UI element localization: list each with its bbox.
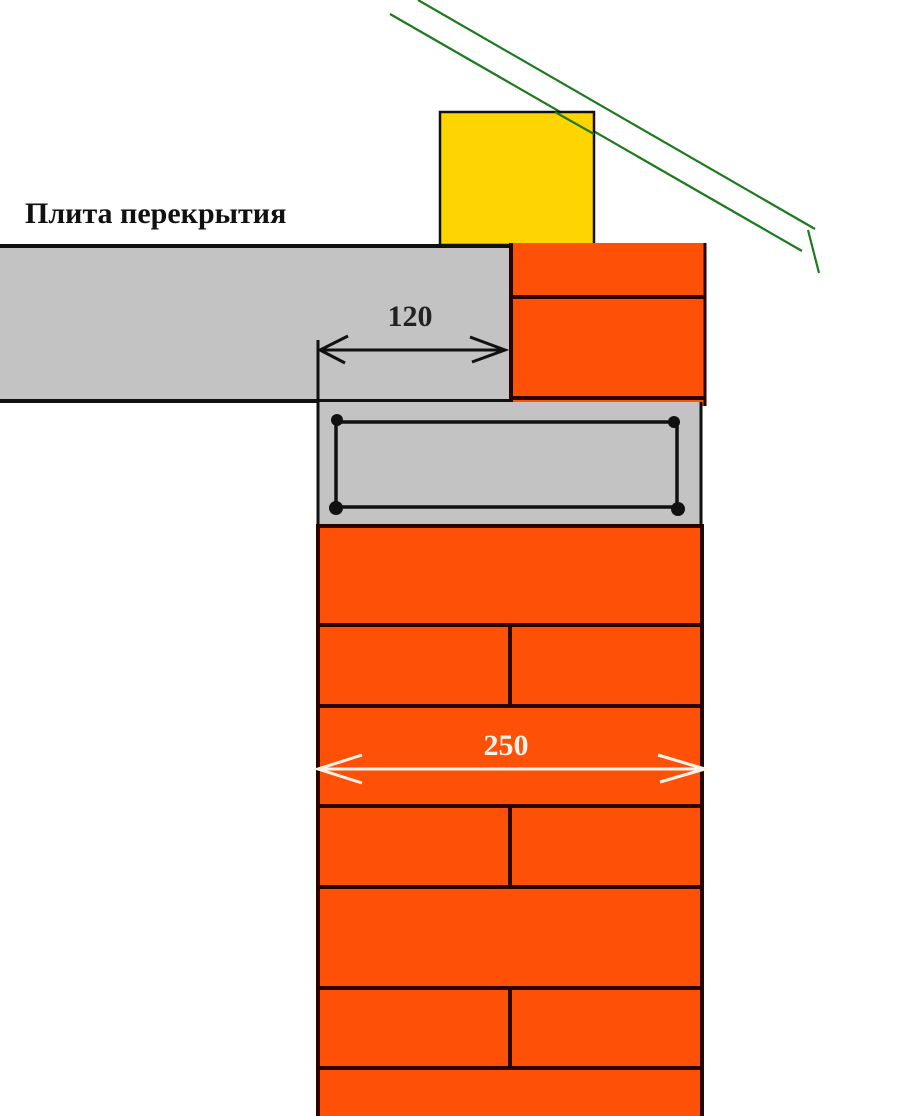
- dimension-label-120: 120: [388, 300, 433, 333]
- brick-wall-upper: [509, 243, 707, 406]
- reinforced-belt: [316, 400, 703, 524]
- dimension-arrow-250: [313, 753, 711, 785]
- roof-rafter-overlay: [554, 111, 595, 135]
- dimension-label-250: 250: [484, 729, 529, 762]
- slab-label: Плита перекрытия: [25, 197, 286, 230]
- roof-rafter: [389, 0, 821, 274]
- mauerlat-beam: [438, 110, 596, 247]
- rebar-cage: [334, 420, 679, 509]
- floor-slab: [0, 244, 509, 403]
- rebar-dots: [329, 414, 685, 516]
- dimension-arrow-120: [316, 334, 510, 365]
- brick-wall: [316, 524, 704, 1116]
